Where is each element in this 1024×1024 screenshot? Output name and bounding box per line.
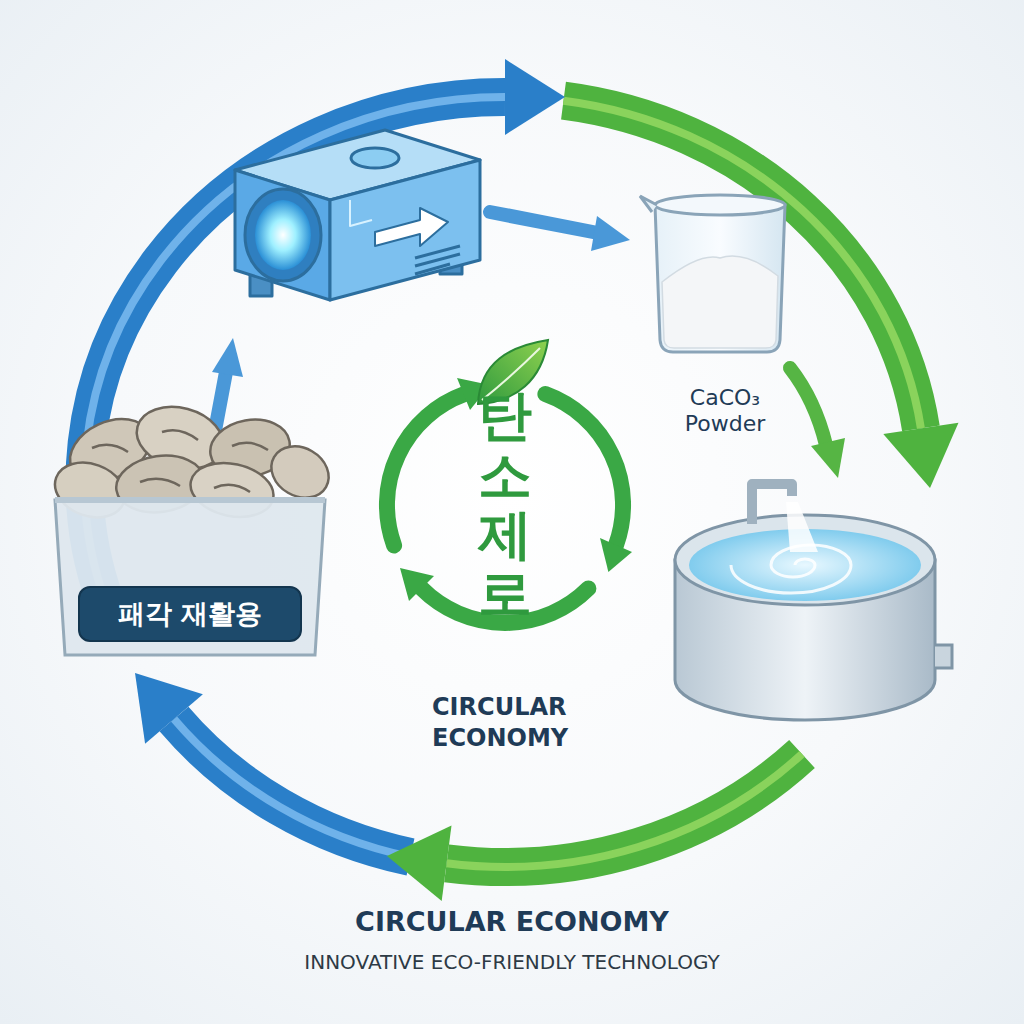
ring-arrowhead <box>387 826 452 901</box>
machine-front <box>235 170 330 300</box>
center-label: CIRCULAR ECONOMY <box>432 692 568 754</box>
node-text: CaCO₃ Powder <box>685 385 765 438</box>
node-text: 탄소 제로 <box>478 386 532 624</box>
recycle-arc <box>545 394 623 545</box>
ring-arrowhead <box>883 423 958 488</box>
bin-box <box>55 500 325 655</box>
ring-arc <box>447 754 802 867</box>
bin-rim <box>55 497 325 503</box>
machine-arrow <box>375 208 448 246</box>
beaker-rim <box>655 195 785 215</box>
recycle-arrowhead <box>600 538 632 572</box>
beaker-glass <box>655 205 785 352</box>
cycle-ring <box>85 59 959 901</box>
node-text: 패각 재활용 <box>118 596 262 632</box>
powder-stream <box>786 502 818 552</box>
diagram-title: CIRCULAR ECONOMY <box>355 906 669 937</box>
recycle-arrowhead <box>400 568 434 601</box>
shell-ridge <box>92 430 268 492</box>
heading-text: INNOVATIVE ECO-FRIENDLY TECHNOLOGY <box>304 950 719 974</box>
flow-arrow <box>790 368 826 445</box>
machine-lid <box>351 148 399 168</box>
faucet-pipe <box>752 484 792 524</box>
ring-arrowhead <box>505 59 565 135</box>
oyster-bin <box>47 398 338 655</box>
ring-highlight <box>564 101 921 429</box>
powder-beaker <box>640 195 785 352</box>
flow-arrowhead <box>591 216 630 251</box>
water-swirl <box>731 545 851 593</box>
stage-badge: 패각 재활용 <box>78 586 302 642</box>
flow-arrow <box>490 212 598 233</box>
ring-arc <box>174 719 411 857</box>
diagram-caption: INNOVATIVE ECO-FRIENDLY TECHNOLOGY <box>304 950 719 974</box>
machine-vent <box>415 246 460 274</box>
machine-porthole-ring <box>245 189 321 281</box>
beaker-spout <box>640 196 657 212</box>
label-text: CIRCULAR ECONOMY <box>432 692 568 754</box>
ring-arc <box>564 101 921 429</box>
flow-arrowhead <box>212 338 243 377</box>
machine-circuit <box>350 200 372 226</box>
ring-highlight <box>174 719 411 857</box>
tank-drain <box>935 645 952 668</box>
ring-highlight <box>447 754 802 867</box>
heading-text: CIRCULAR ECONOMY <box>355 906 669 937</box>
flow-arrowhead <box>811 438 845 478</box>
machine-side <box>330 160 480 300</box>
ring-arrowhead <box>135 673 203 744</box>
water-tank <box>675 484 952 720</box>
stage-label: CaCO₃ Powder <box>685 385 765 438</box>
powder-mound <box>662 256 778 348</box>
center-symbol: 탄소 제로 <box>478 386 532 624</box>
recycle-arc <box>387 394 465 545</box>
processing-machine <box>235 130 480 300</box>
machine-porthole <box>255 200 311 270</box>
